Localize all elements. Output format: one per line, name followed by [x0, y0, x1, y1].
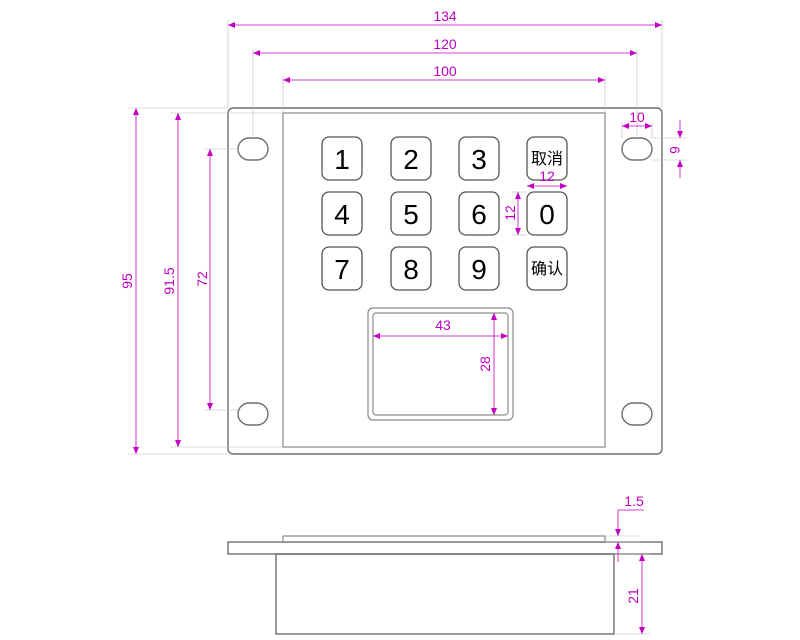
- dimension-overall-height: 95: [119, 107, 228, 455]
- display-window-inner: [372, 312, 509, 416]
- key-6[interactable]: 6: [458, 191, 500, 236]
- key-5-label: 5: [403, 199, 419, 230]
- key-7[interactable]: 7: [321, 246, 363, 291]
- dimension-plate-thickness: 1.5: [605, 493, 644, 562]
- dimension-hole-height: 6: [652, 120, 686, 178]
- mounting-hole-bottom-left: [237, 402, 269, 426]
- key-0-label: 0: [539, 199, 555, 230]
- key-9-label: 9: [471, 254, 487, 285]
- dim-12-height: 12: [502, 205, 518, 221]
- dimension-hole-spacing-height: 72: [194, 148, 238, 411]
- key-3-label: 3: [471, 144, 487, 175]
- key-2-label: 2: [403, 144, 419, 175]
- dimension-hole-spacing-width: 120: [252, 36, 638, 138]
- dim-120: 120: [433, 36, 457, 52]
- dim-72: 72: [194, 271, 210, 287]
- mounting-plate: [227, 107, 663, 455]
- key-5[interactable]: 5: [390, 191, 432, 236]
- dim-134: 134: [433, 8, 457, 24]
- key-1[interactable]: 1: [321, 136, 363, 181]
- dim-10: 10: [629, 109, 645, 125]
- key-8[interactable]: 8: [390, 246, 432, 291]
- dim-91-5: 91.5: [161, 267, 177, 294]
- dim-100: 100: [433, 63, 457, 79]
- side-body: [275, 553, 615, 635]
- key-9[interactable]: 9: [458, 246, 500, 291]
- mounting-hole-top-right: [621, 137, 653, 161]
- side-view: [227, 535, 663, 635]
- mounting-hole-top-left: [237, 137, 269, 161]
- dimension-key-width: 12: [527, 168, 567, 189]
- key-3[interactable]: 3: [458, 136, 500, 181]
- side-plate: [227, 541, 663, 555]
- dimension-body-depth: 21: [614, 553, 650, 635]
- dimension-hole-width: 10: [621, 109, 653, 138]
- dimension-face-width: 100: [282, 63, 606, 113]
- dim-1-5: 1.5: [624, 493, 644, 509]
- key-4-label: 4: [334, 199, 350, 230]
- key-confirm[interactable]: 确认: [526, 246, 568, 291]
- keypad-face: [282, 112, 606, 448]
- key-confirm-label: 确认: [531, 259, 563, 278]
- dim-12-width: 12: [539, 168, 555, 184]
- dimension-key-height: 12: [502, 191, 527, 236]
- key-1-label: 1: [334, 144, 350, 175]
- dimension-window-height: 28: [477, 313, 497, 415]
- dim-43: 43: [435, 317, 451, 333]
- key-4[interactable]: 4: [321, 191, 363, 236]
- key-8-label: 8: [403, 254, 419, 285]
- dimension-body-height: 91.5: [161, 112, 283, 448]
- mounting-hole-bottom-right: [621, 402, 653, 426]
- key-cancel[interactable]: 取消: [526, 136, 568, 181]
- dim-21: 21: [625, 588, 641, 604]
- dim-95: 95: [119, 273, 135, 289]
- dimension-window-width: 43: [373, 317, 508, 339]
- display-window-outer: [367, 307, 514, 421]
- dim-28: 28: [477, 356, 493, 372]
- front-view: 1 2 3 取消 4 5 6 0: [227, 107, 663, 455]
- key-0[interactable]: 0: [526, 191, 568, 236]
- dimension-overall-width: 134: [227, 8, 663, 108]
- dim-6: 6: [667, 146, 683, 154]
- key-cancel-label: 取消: [531, 149, 563, 168]
- key-6-label: 6: [471, 199, 487, 230]
- key-2[interactable]: 2: [390, 136, 432, 181]
- key-7-label: 7: [334, 254, 350, 285]
